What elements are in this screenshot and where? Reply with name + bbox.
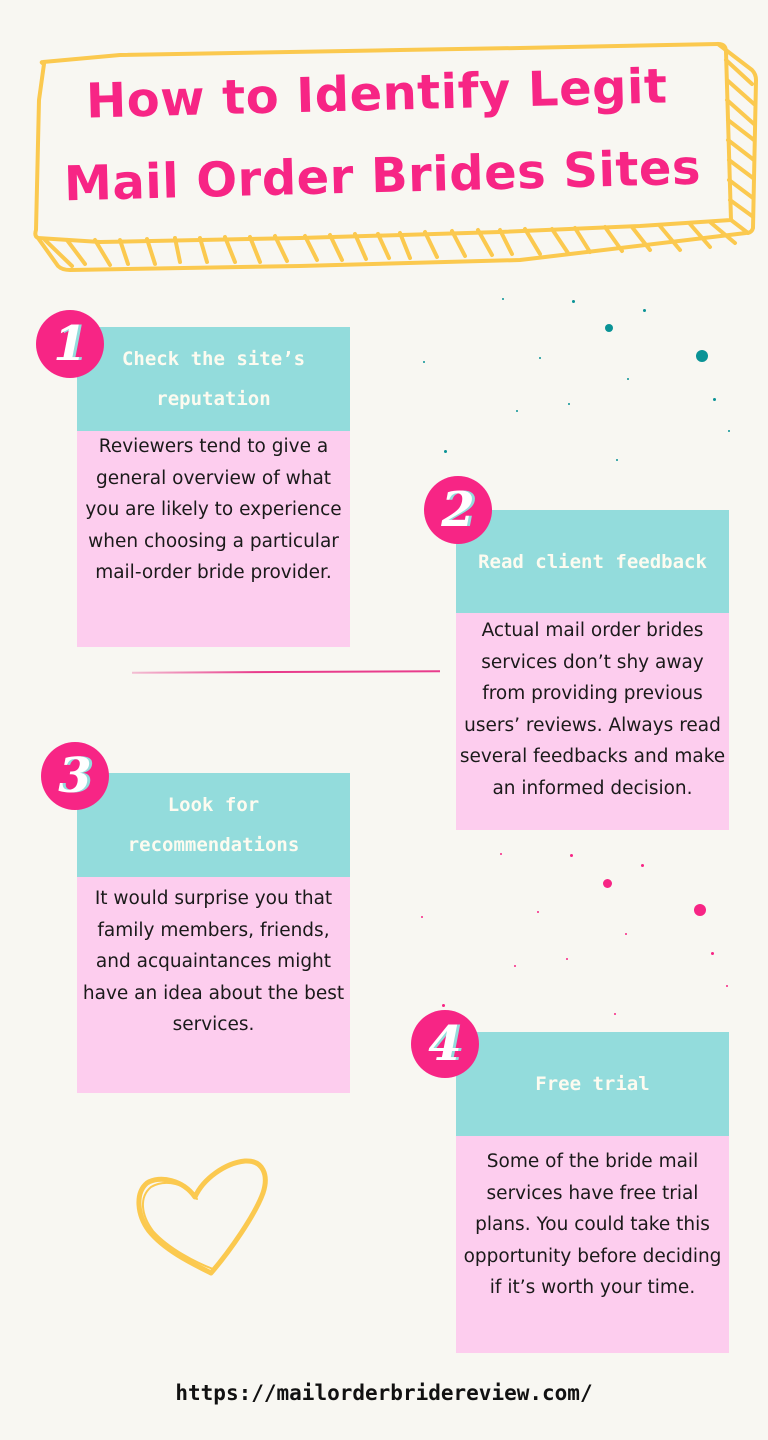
- dot-icon: [539, 357, 541, 359]
- step-number-badge: 2: [424, 476, 492, 544]
- step-heading: Look for recommendations: [77, 773, 350, 877]
- step-body: It would surprise you that family member…: [77, 877, 350, 1093]
- step-card-3: Look for recommendations It would surpri…: [77, 773, 350, 1093]
- dot-icon: [516, 410, 518, 412]
- dot-icon: [603, 879, 612, 888]
- dot-icon: [627, 378, 629, 380]
- step-heading: Read client feedback: [456, 510, 729, 613]
- step-heading: Check the site’s reputation: [77, 327, 350, 431]
- step-number-badge: 1: [36, 310, 104, 378]
- dot-icon: [713, 398, 716, 401]
- dot-icon: [641, 864, 644, 867]
- step-number-badge: 3: [41, 742, 109, 810]
- dot-icon: [616, 459, 618, 461]
- dot-icon: [442, 1004, 445, 1007]
- dot-icon: [423, 361, 425, 363]
- source-url-link[interactable]: https://mailorderbridereview.com/: [175, 1381, 593, 1405]
- step-card-2: Read client feedback Actual mail order b…: [456, 510, 729, 830]
- dot-icon: [605, 324, 613, 332]
- step-body: Actual mail order brides services don’t …: [456, 613, 729, 830]
- step-card-1: Check the site’s reputation Reviewers te…: [77, 327, 350, 647]
- step-body: Reviewers tend to give a general overvie…: [77, 431, 350, 647]
- dot-icon: [570, 854, 573, 857]
- step-body: Some of the bride mail services have fre…: [456, 1136, 729, 1353]
- dot-icon: [502, 298, 504, 300]
- dot-icon: [537, 911, 539, 913]
- dot-icon: [696, 350, 708, 362]
- heart-icon: [136, 1158, 268, 1276]
- dot-icon: [566, 958, 568, 960]
- step-card-4: Free trial Some of the bride mail servic…: [456, 1032, 729, 1353]
- banner-frame-icon: [33, 42, 758, 272]
- dot-icon: [444, 450, 447, 453]
- title-banner: How to Identify Legit Mail Order Brides …: [0, 0, 768, 290]
- dot-icon: [643, 309, 646, 312]
- dot-icon: [568, 403, 570, 405]
- dot-icon: [694, 904, 706, 916]
- dot-icon: [572, 300, 575, 303]
- divider-line: [131, 670, 441, 674]
- dot-icon: [711, 952, 714, 955]
- step-number-badge: 4: [411, 1010, 479, 1078]
- dot-icon: [726, 985, 728, 987]
- dot-icon: [728, 430, 730, 432]
- dot-icon: [614, 1013, 616, 1015]
- step-heading: Free trial: [456, 1032, 729, 1136]
- dot-icon: [625, 933, 627, 935]
- dot-icon: [421, 916, 423, 918]
- dot-icon: [514, 965, 516, 967]
- dot-icon: [500, 853, 502, 855]
